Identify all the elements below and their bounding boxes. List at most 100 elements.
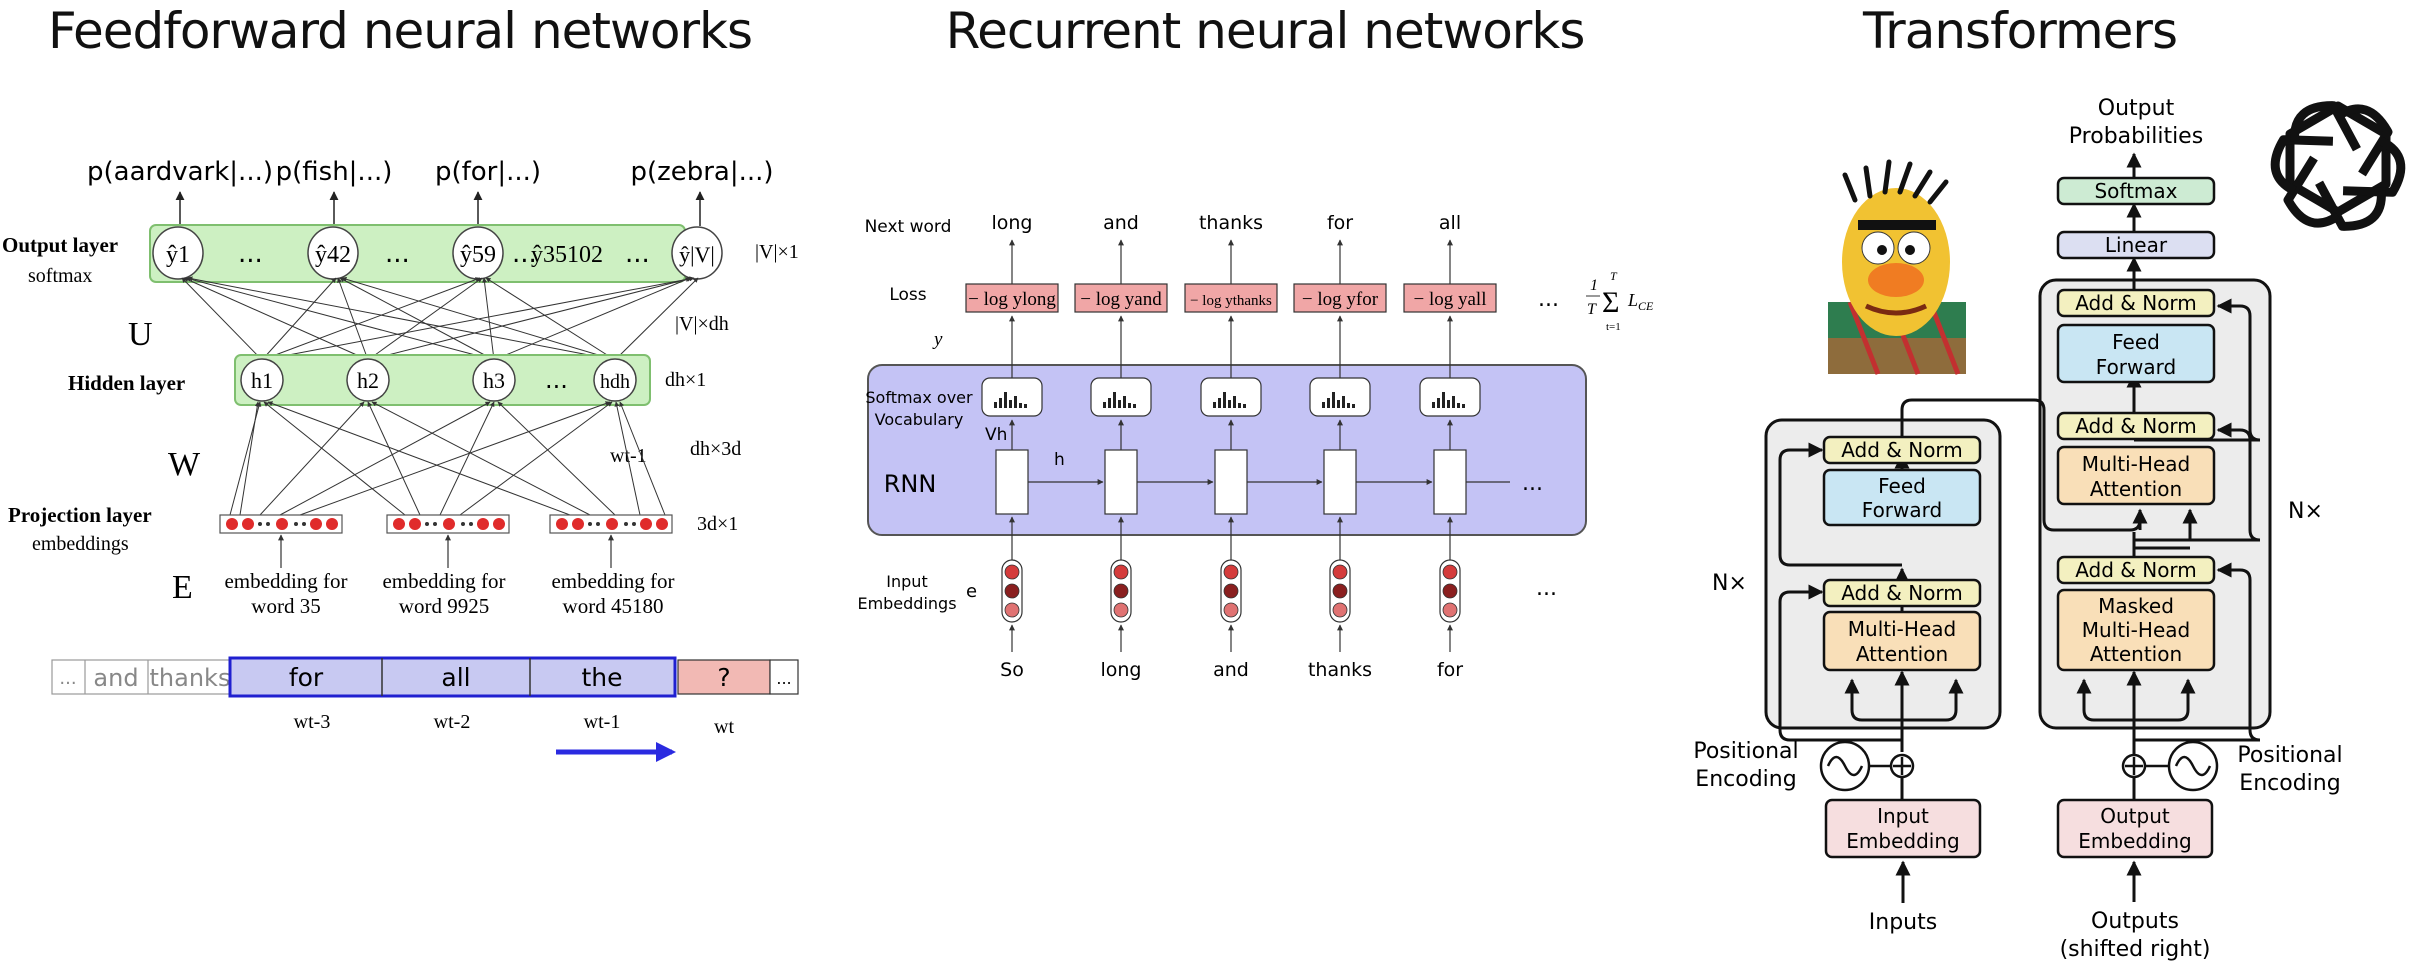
encoder-add-norm-1-label: Add & Norm [1841, 581, 1963, 605]
decoder-add-norm-3 [2056, 288, 2216, 318]
rnn-loss-box-0 [965, 283, 1059, 313]
rnn-loss-box-2 [1184, 283, 1278, 313]
rnn-embedding-dot [1442, 564, 1458, 580]
encoder-stack [1764, 418, 2002, 730]
rnn-label-loss: Loss [889, 285, 926, 305]
decoder-masked-mha [2056, 588, 2216, 672]
rnn-embedding-dot [1004, 602, 1020, 618]
rnn-loss-box-1 [1074, 283, 1168, 313]
rnn-softmax-bar [1442, 392, 1445, 408]
ffn-hidden-node-3: hdh [600, 371, 630, 393]
decoder-feed-forward [2056, 323, 2216, 384]
ffn-hidden-layer [234, 354, 651, 406]
svg-text:t=1: t=1 [1606, 321, 1621, 333]
ffn-label-embeddings: embeddings [32, 533, 129, 555]
ffn-label-w: W [168, 446, 201, 483]
rnn-input-word-4: for [1437, 659, 1463, 681]
ffn-label-softmax: softmax [28, 265, 92, 287]
rnn-softmax-bar [1447, 400, 1450, 408]
rnn-label-vh: Vh [985, 425, 1007, 445]
rnn-embedding-dot [1223, 564, 1239, 580]
rnn-embedding-dot [1223, 602, 1239, 618]
rnn-ellipsis-loss: ... [1538, 287, 1559, 312]
decoder-cross-mha-label-2: Attention [2090, 477, 2182, 501]
rnn-embedding-dot [1004, 583, 1020, 599]
ffn-dim-w: dh×3d [690, 438, 741, 460]
ffn-token-ctx-0: for [289, 663, 324, 692]
ffn-pos-label-3: wt [714, 716, 734, 738]
decoder-pos-enc-label-1: Positional [2237, 743, 2342, 768]
ffn-emb-label-1-line2: word 9925 [399, 594, 489, 618]
rnn-softmax-bar [1337, 400, 1340, 408]
rnn-softmax-bar [1113, 392, 1116, 408]
ffn-emb-label-0-line1: embedding for [224, 569, 347, 593]
rnn-softmax-box-4 [1419, 377, 1481, 417]
decoder-add-norm-1-label: Add & Norm [2075, 558, 2197, 582]
rnn-softmax-bar [1024, 404, 1027, 408]
encoder-feed-forward [1822, 468, 1982, 527]
rnn-hidden-box-2 [1214, 449, 1248, 515]
ffn-token-ctx-1: all [441, 663, 470, 692]
rnn-ellipsis-input: ... [1536, 576, 1557, 601]
rnn-softmax-bar [1342, 396, 1345, 408]
svg-text:Σ: Σ [1602, 286, 1619, 319]
rnn-softmax-bar [1223, 392, 1226, 408]
output-probs-label-1: Output [2098, 96, 2175, 121]
rnn-label-next-word: Next word [865, 217, 952, 237]
rnn-softmax-bar [1014, 396, 1017, 408]
decoder-cross-mha [2056, 445, 2216, 506]
outputs-label-1: Outputs [2091, 909, 2179, 934]
encoder-mha-label-1: Multi-Head [1848, 617, 1956, 641]
rnn-panel: Next word Loss y Softmax over Vocabulary… [857, 212, 1654, 681]
rnn-softmax-bar [1322, 402, 1325, 408]
ffn-output-node-1: ŷ42 [315, 242, 351, 268]
ffn-wt1-label: wt-1 [610, 445, 647, 467]
softmax-label: Softmax [2094, 179, 2177, 203]
rnn-embedding-dot [1113, 602, 1129, 618]
rnn-softmax-bar [1238, 403, 1241, 408]
rnn-softmax-bar [1128, 403, 1131, 408]
ffn-ellipsis: ... [545, 366, 568, 394]
rnn-label-h: h [1054, 450, 1065, 470]
rnn-softmax-box-2 [1200, 377, 1262, 417]
ffn-context-window [228, 656, 677, 698]
ffn-output-node-4: ŷ|V| [679, 242, 715, 267]
ffn-token-ctx-2: the [581, 663, 622, 692]
rnn-label-input-2: Embeddings [857, 594, 956, 613]
output-probs-label-2: Probabilities [2069, 124, 2203, 149]
ffn-label-e: E [172, 569, 193, 606]
ffn-dim-proj: 3d×1 [697, 513, 738, 535]
rnn-loss-term-1: − log yand [1080, 289, 1162, 310]
encoder-mha-label-2: Attention [1856, 642, 1948, 666]
rnn-softmax-bar [1432, 402, 1435, 408]
rnn-label-rnn: RNN [884, 470, 937, 498]
rnn-input-word-2: and [1213, 659, 1249, 681]
ffn-pos-label-1: wt-2 [434, 711, 471, 733]
rnn-softmax-bar [1009, 400, 1012, 408]
rnn-loss-box-3 [1293, 283, 1387, 313]
rnn-loss-term-4: − log yall [1414, 289, 1487, 310]
encoder-pos-enc-label-2: Encoding [1695, 767, 1796, 792]
rnn-softmax-bar [1327, 398, 1330, 408]
rnn-softmax-bar [1457, 403, 1460, 408]
rnn-softmax-bar [999, 398, 1002, 408]
ffn-projection-vectors [219, 514, 673, 568]
ffn-token-strip: ... and thanks for all the ? ... [51, 656, 799, 698]
decoder-nx: N× [2288, 499, 2323, 524]
rnn-embedding-dot [1442, 602, 1458, 618]
ffn-output-label-2: p(for|...) [435, 157, 541, 187]
rnn-loss-term-2: − log ythanks [1190, 293, 1272, 309]
rnn-embedding-dot [1113, 583, 1129, 599]
ffn-emb-label-2-line2: word 45180 [563, 594, 664, 618]
rnn-softmax-bar [1123, 396, 1126, 408]
rnn-loss-term-3: − log yfor [1302, 289, 1379, 310]
ffn-emb-label-0-line2: word 35 [251, 594, 320, 618]
transformer-title: Transformers [1862, 2, 2178, 60]
rnn-softmax-bar [1019, 403, 1022, 408]
outputs-label-2: (shifted right) [2060, 937, 2211, 962]
decoder-masked-mha-label-1: Multi-Head [2082, 618, 2190, 642]
ffn-pos-label-2: wt-1 [584, 711, 621, 733]
decoder-add-norm-2-label: Add & Norm [2075, 414, 2197, 438]
rnn-softmax-bar [1347, 403, 1350, 408]
